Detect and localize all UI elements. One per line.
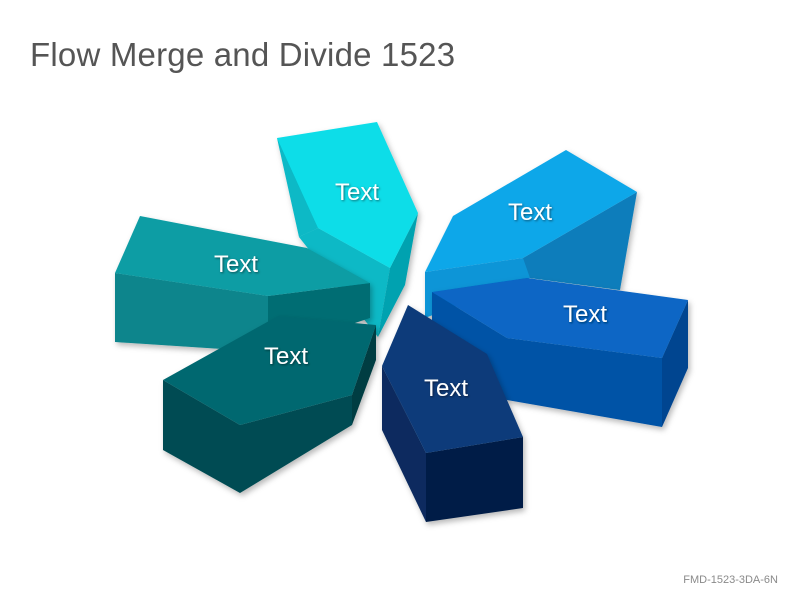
block-lower-left-face (163, 316, 376, 425)
block-bottom-label: Text (424, 375, 468, 402)
block-bottom-face (382, 305, 523, 453)
block-upper-right[interactable]: Text (425, 150, 637, 318)
block-upper-right-side-front (425, 258, 620, 318)
block-bottom-side-front (426, 437, 523, 522)
block-lower-left-side-right (352, 325, 376, 425)
block-lower-left-side-under (240, 395, 352, 493)
block-right-face (432, 278, 688, 358)
block-left-label: Text (214, 251, 258, 278)
block-right-side-front (507, 338, 662, 427)
block-right-label: Text (563, 301, 607, 328)
footer-code: FMD-1523-3DA-6N (683, 574, 778, 586)
block-bottom-side-left (382, 366, 426, 522)
block-upper-right-side-right (523, 192, 637, 290)
block-upper-right-face (425, 150, 637, 272)
block-upper-right-label: Text (508, 199, 552, 226)
block-lower-left[interactable]: Text (163, 316, 376, 493)
block-top-side-right (378, 213, 418, 337)
block-left-face (115, 216, 370, 296)
block-top-face (277, 122, 418, 268)
block-top-side-left (277, 138, 318, 237)
block-top-label: Text (335, 179, 379, 206)
block-bottom[interactable]: Text (382, 305, 523, 522)
block-right-side-right (662, 300, 688, 427)
block-lower-left-label: Text (264, 343, 308, 370)
slide-title: Flow Merge and Divide 1523 (30, 36, 456, 73)
block-left-side-front (115, 273, 268, 352)
block-lower-left-side-front (163, 380, 240, 493)
block-left[interactable]: Text (115, 216, 370, 352)
